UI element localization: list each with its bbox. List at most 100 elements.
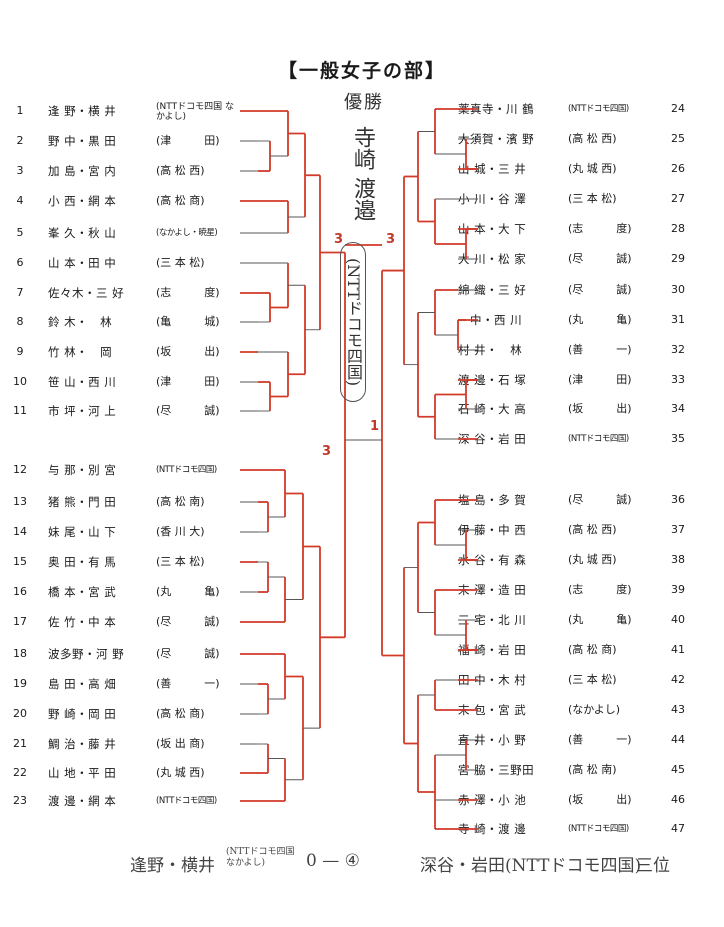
entry-names: 田 中・木 村 xyxy=(458,673,527,687)
entry-number: 20 xyxy=(13,707,27,720)
entry-number: 43 xyxy=(671,703,685,716)
entry-number: 18 xyxy=(13,647,27,660)
entry-number: 39 xyxy=(671,583,685,596)
entry-names: 末 澤・造 田 xyxy=(458,583,527,597)
entry-team: (坂 出 商) xyxy=(156,737,205,750)
entry-number: 17 xyxy=(13,615,27,628)
entry-number: 32 xyxy=(671,343,685,356)
third-place-label: 三位 xyxy=(636,856,670,876)
final-score-left: 3 xyxy=(334,232,343,247)
entry-number: 10 xyxy=(13,375,27,388)
entry-names: 伊 藤・中 西 xyxy=(458,523,527,537)
entry-names: 大須賀・濱 野 xyxy=(458,132,535,146)
entry-team: (津 田) xyxy=(156,375,220,388)
entry-names: 加 島・宮 内 xyxy=(48,164,117,178)
entry-team: (香 川 大) xyxy=(156,525,205,538)
entry-number: 27 xyxy=(671,192,685,205)
entry-names: 小 西・網 本 xyxy=(48,194,117,208)
entry-number: 34 xyxy=(671,402,685,415)
entry-team: (高 松 西) xyxy=(568,132,617,145)
entry-team: (尽 誠) xyxy=(568,283,632,296)
entry-team: (丸 亀) xyxy=(568,313,632,326)
entry-names: 山 地・平 田 xyxy=(48,766,117,780)
entry-team: (NTTドコモ四国) xyxy=(156,465,217,475)
entry-team: (丸 城 西) xyxy=(156,766,205,779)
entry-team: (志 度) xyxy=(568,222,632,235)
entry-team: (尽 誠) xyxy=(156,647,220,660)
entry-team: (NTTドコモ四国) xyxy=(156,796,217,806)
entry-team: (丸 城 西) xyxy=(568,162,617,175)
entry-names: 波多野・河 野 xyxy=(48,647,125,661)
entry-team: (津 田) xyxy=(568,373,632,386)
entry-team: (三 本 松) xyxy=(568,192,617,205)
entry-team: (尽 誠) xyxy=(568,493,632,506)
entry-names: 直 井・小 野 xyxy=(458,733,527,747)
entry-number: 47 xyxy=(671,822,685,835)
entry-names: 大 川・松 家 xyxy=(458,252,527,266)
entry-number: 40 xyxy=(671,613,685,626)
entry-team: (善 一) xyxy=(568,733,632,746)
entry-number: 16 xyxy=(13,585,27,598)
entry-team: (高 松 西) xyxy=(156,164,205,177)
right-entry: 31 中・西 川(丸 亀) xyxy=(458,310,698,330)
entry-number: 24 xyxy=(671,102,685,115)
final-score-bottom: 1 xyxy=(370,419,379,434)
champion-label: 優勝 xyxy=(344,92,384,113)
third-place-left-pair: 逢野・横井 xyxy=(130,856,215,876)
entry-number: 9 xyxy=(16,345,24,358)
entry-names: 峯 久・秋 山 xyxy=(48,226,117,240)
entry-names: 赤 澤・小 池 xyxy=(458,793,527,807)
entry-team: (亀 城) xyxy=(156,315,220,328)
entry-number: 42 xyxy=(671,673,685,686)
entry-names: 綿 織・三 好 xyxy=(458,283,527,297)
entry-team: (丸 城 西) xyxy=(568,553,617,566)
entry-names: 三 宅・北 川 xyxy=(458,613,527,627)
entry-team: (善 一) xyxy=(568,343,632,356)
entry-team: (坂 出) xyxy=(568,793,632,806)
entry-names: 山 本・田 中 xyxy=(48,256,117,270)
right-entry: 43 末 包・宮 武 (なかよし) xyxy=(458,700,698,720)
entry-team: (NTTドコモ四国) xyxy=(568,434,629,444)
entry-number: 14 xyxy=(13,525,27,538)
third-place-left-team: (NTTドコモ四国 なかよし) xyxy=(226,847,295,868)
entry-team: (高 松 南) xyxy=(568,763,617,776)
third-place-result: 逢野・横井 (NTTドコモ四国 なかよし) 0 — ④ 深谷・岩田(NTTドコモ… xyxy=(130,845,710,885)
entry-names: 山 城・三 井 xyxy=(458,162,527,176)
entry-names: 薬真寺・川 鶴 xyxy=(458,102,535,116)
entry-team: (高 松 商) xyxy=(568,643,617,656)
entry-team: (高 松 商) xyxy=(156,707,205,720)
entry-team: (善 一) xyxy=(156,677,220,690)
entry-team: (三 本 松) xyxy=(156,256,205,269)
entry-number: 41 xyxy=(671,643,685,656)
entry-names: 与 那・別 宮 xyxy=(48,463,117,477)
entry-team: (なかよし) xyxy=(568,703,621,716)
entry-number: 31 xyxy=(671,313,685,326)
entry-number: 5 xyxy=(16,226,24,239)
entry-names: 末 包・宮 武 xyxy=(458,703,527,717)
entry-names: 橋 本・宮 武 xyxy=(48,585,117,599)
entry-number: 2 xyxy=(16,134,24,147)
entry-number: 29 xyxy=(671,252,685,265)
